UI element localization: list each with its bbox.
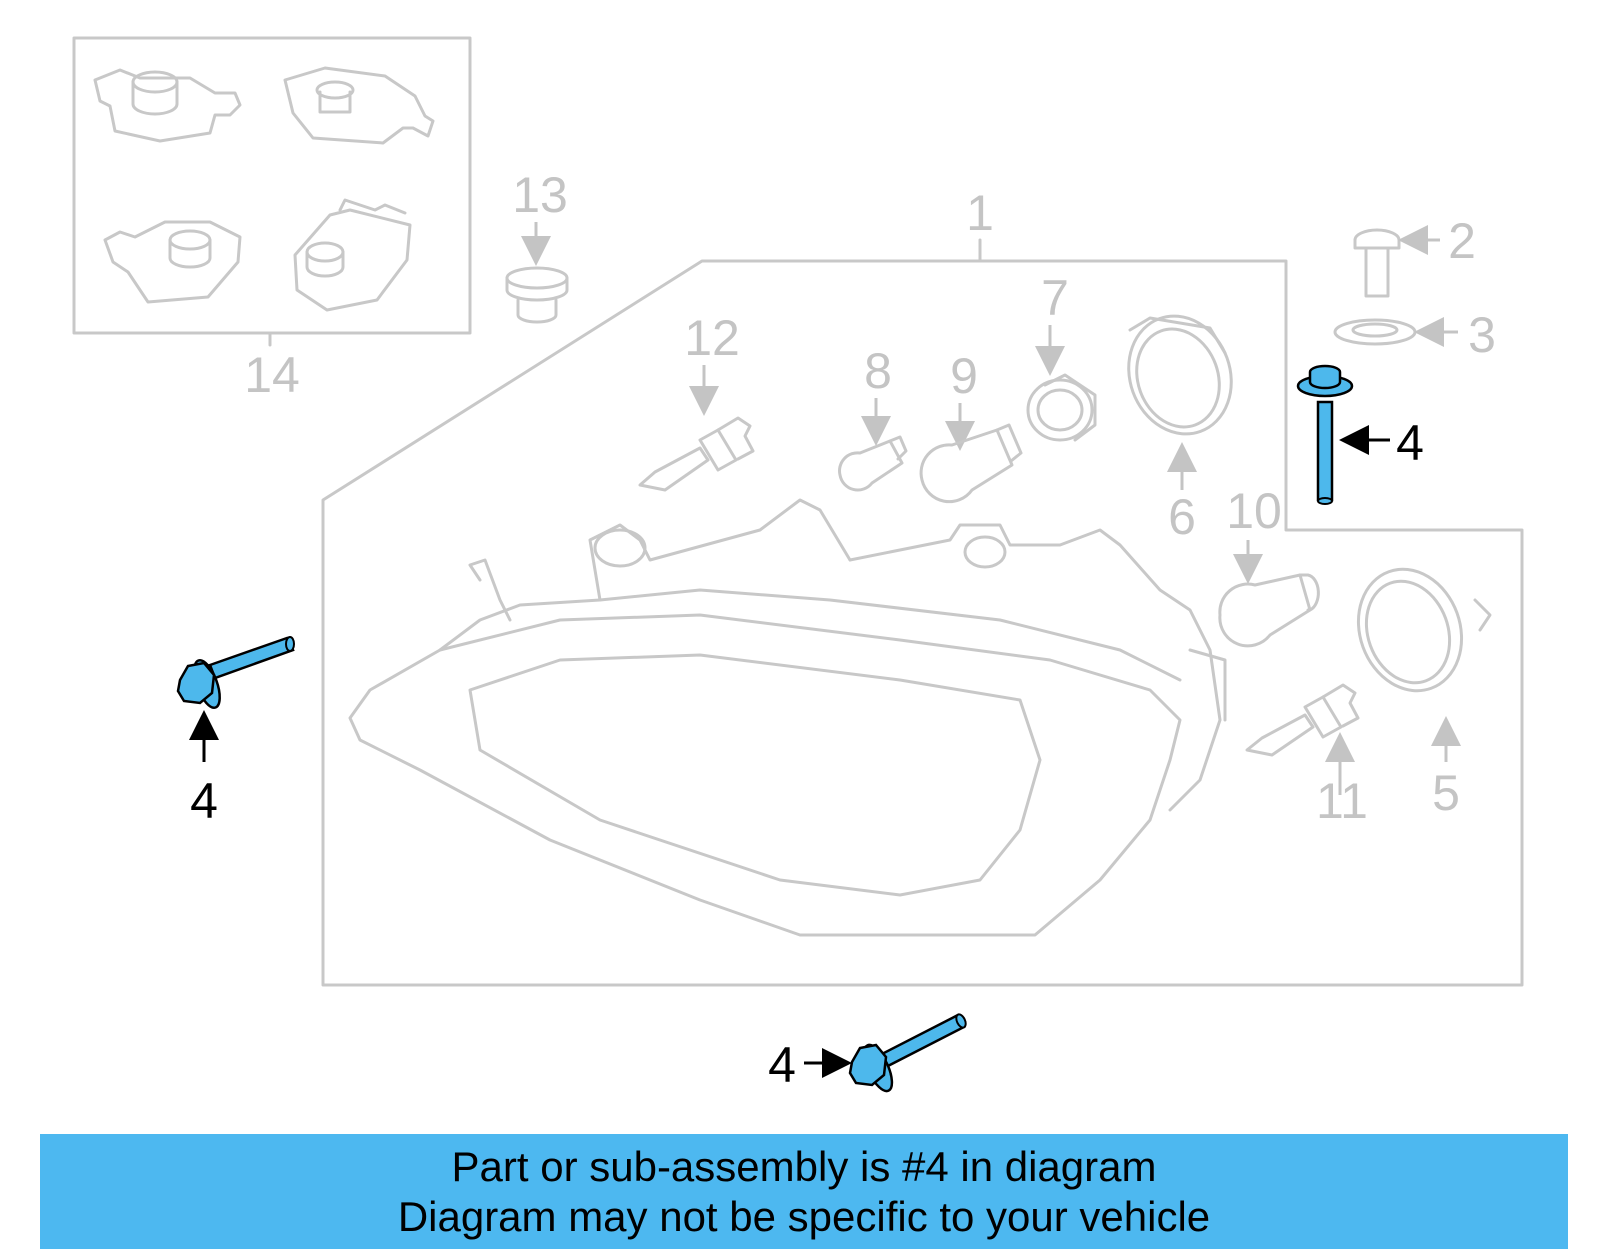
headlamp-assembly-box: [321, 259, 1524, 987]
callout-14: 14: [244, 347, 300, 403]
callout-12: 12: [684, 310, 740, 366]
mounting-bracket-kit-box: [72, 36, 472, 347]
callout-2: 2: [1448, 213, 1476, 269]
callout-13: 13: [512, 167, 568, 223]
bolt-4-bottom: [848, 1013, 967, 1093]
callout-10: 10: [1226, 483, 1282, 539]
banner-line-1: Part or sub-assembly is #4 in diagram: [451, 1143, 1157, 1190]
part-info-banner: Part or sub-assembly is #4 in diagram Di…: [40, 1134, 1568, 1249]
washer-3: [1333, 318, 1417, 346]
bulb-cap-ring-5: [1356, 567, 1492, 693]
bolt-4-left: [176, 636, 295, 709]
bolt-4-right: [1296, 364, 1354, 505]
bulb-8: [838, 435, 908, 492]
bulb-9: [919, 423, 1023, 504]
bracket-bottom-left: [103, 220, 242, 304]
callout-1: 1: [966, 185, 994, 241]
clip-pin-2: [1353, 228, 1401, 298]
bulb-12: [638, 416, 755, 492]
callout-6: 6: [1168, 489, 1196, 545]
callout-11: 11: [1316, 773, 1368, 829]
callout-4-bottom: 4: [768, 1037, 796, 1093]
callout-4-left: 4: [190, 773, 218, 829]
bracket-top-left: [93, 68, 242, 143]
callout-4-right: 4: [1396, 415, 1424, 471]
bracket-top-right: [283, 66, 435, 145]
banner-line-2: Diagram may not be specific to your vehi…: [397, 1193, 1211, 1240]
plug-13: [505, 266, 569, 324]
callout-7: 7: [1041, 270, 1069, 326]
callout-3: 3: [1468, 307, 1496, 363]
bulb-cap-ring-6: [1127, 314, 1233, 436]
callout-9: 9: [950, 348, 978, 404]
headlamp-housing: [348, 498, 1227, 937]
bulb-11: [1245, 683, 1360, 757]
callout-8: 8: [864, 343, 892, 399]
callout-5: 5: [1432, 765, 1460, 821]
bracket-bottom-right: [293, 198, 412, 312]
socket-7: [1026, 373, 1097, 442]
bulb-10: [1218, 573, 1320, 648]
